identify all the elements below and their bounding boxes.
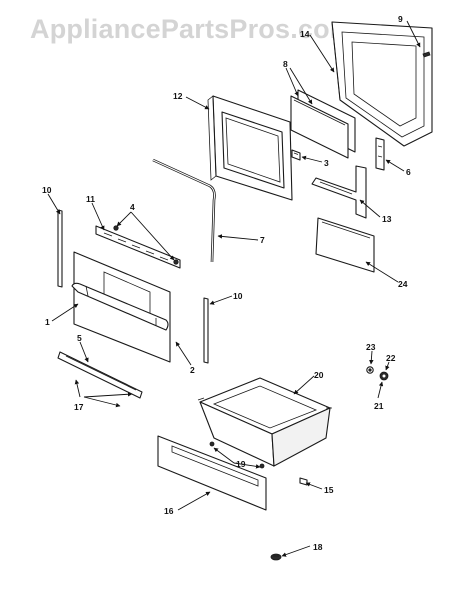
part-12-door-panel (207, 95, 293, 201)
part-23-nut (366, 366, 374, 374)
callout-13: 13 (382, 214, 392, 224)
callout-15: 15 (324, 485, 334, 495)
callout-11: 11 (86, 194, 95, 204)
part-10-trim-left (57, 209, 63, 288)
callout-4: 4 (130, 202, 135, 212)
callout-24: 24 (398, 279, 408, 289)
callout-22: 22 (386, 353, 396, 363)
callout-2: 2 (190, 365, 195, 375)
part-15-clip (299, 477, 308, 486)
callout-5: 5 (77, 333, 82, 343)
part-24-panel (315, 217, 375, 273)
callout-labels: 9 14 8 12 3 6 13 7 24 10 10 11 4 1 2 5 1… (42, 14, 411, 552)
part-16-drawer-front (157, 435, 267, 511)
callout-20: 20 (314, 370, 324, 380)
callout-21: 21 (374, 401, 384, 411)
callout-7: 7 (260, 235, 265, 245)
callout-17: 17 (74, 402, 84, 412)
callout-6: 6 (406, 167, 411, 177)
part-4-screws (113, 225, 179, 265)
leader-lines (47, 20, 421, 557)
callout-18: 18 (313, 542, 323, 552)
callout-10-right: 10 (233, 291, 243, 301)
callout-10-left: 10 (42, 185, 52, 195)
part-9-screw (422, 51, 431, 58)
part-5-bottom-trim (57, 351, 143, 399)
part-1-outer-door (71, 251, 171, 363)
callout-1: 1 (45, 317, 50, 327)
callout-19: 19 (236, 459, 246, 469)
part-7-gasket (152, 158, 216, 263)
part-10-trim-right (203, 297, 209, 364)
part-18-foot (270, 553, 282, 561)
callout-9: 9 (398, 14, 403, 24)
part-14-door-frame (331, 21, 433, 147)
callout-12: 12 (173, 91, 183, 101)
part-6-hinge (375, 137, 385, 171)
callout-16: 16 (164, 506, 174, 516)
watermark-text: AppliancePartsPros.com (30, 14, 354, 44)
callout-3: 3 (324, 158, 329, 168)
part-20-drawer-pan (197, 377, 332, 467)
callout-14: 14 (300, 29, 310, 39)
part-3-clip (291, 149, 301, 161)
part-19-screws (209, 441, 265, 469)
part-13-bracket (311, 165, 367, 219)
part-22-knob (379, 371, 389, 381)
part-11-vent-strip (95, 225, 181, 269)
callout-23: 23 (366, 342, 376, 352)
callout-8: 8 (283, 59, 288, 69)
part-8-glass-panes (290, 89, 356, 159)
